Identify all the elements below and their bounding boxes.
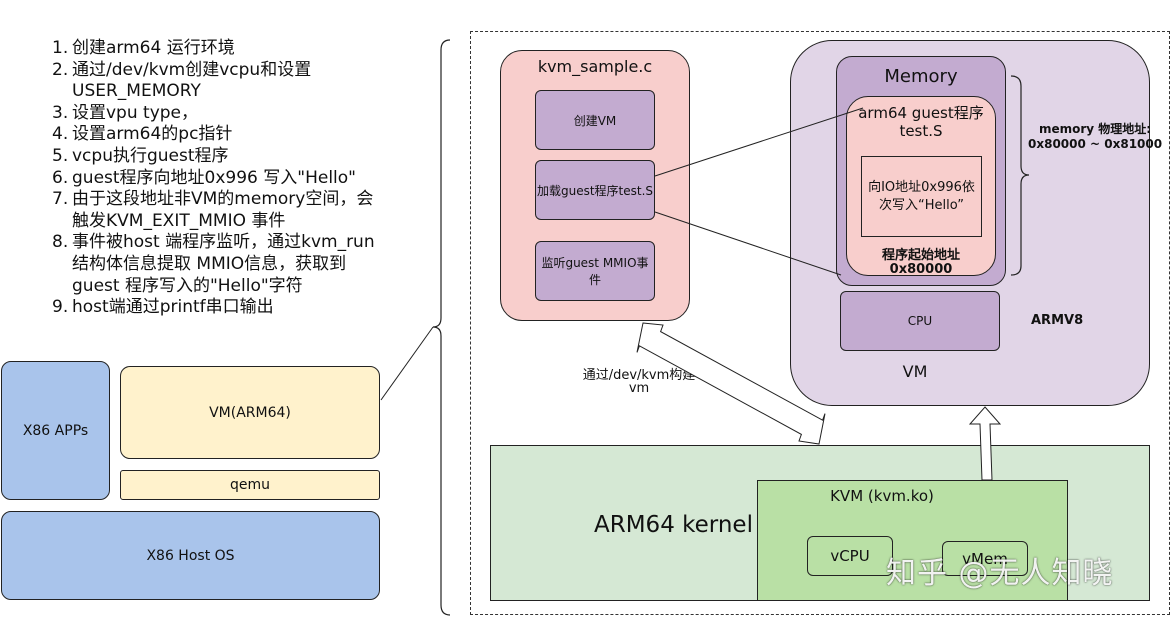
write-hello-box: 向IO地址0x996依 次写入“Hello” [861, 156, 982, 237]
step-number: 2. [52, 59, 69, 80]
step-item: 4.设置arm64的pc指针 [52, 124, 375, 146]
kvm-sample-title: kvm_sample.c [537, 57, 653, 76]
vm-arm64-box: VM(ARM64) [120, 366, 380, 459]
step-item: 1.创建arm64 运行环境 [52, 38, 375, 60]
x86-apps-box: X86 APPs [1, 361, 110, 500]
write-hello-line-1: 向IO地址0x996依 [868, 179, 975, 195]
step-text-line: 设置arm64的pc指针 [72, 124, 233, 145]
step-text-line: 通过/dev/kvm创建vcpu和设置 [72, 59, 312, 80]
memory-range-label-2: 0x80000 ~ 0x81000 [1028, 137, 1163, 151]
step-text-line: 事件被host 端程序监听，通过kvm_run [72, 232, 375, 253]
step-text-line: 结构体信息提取 MMIO信息，获取到 [72, 253, 347, 274]
build-vm-label-2: vm [628, 381, 650, 396]
step-text-line: 触发KVM_EXIT_MMIO 事件 [72, 210, 286, 231]
step-number: 8. [52, 232, 69, 253]
double-arrow-sample-kernel [636, 322, 826, 445]
step-text-line: host端通过printf串口输出 [72, 297, 274, 318]
load-to-start-line [654, 211, 842, 276]
qemu-box: qemu [120, 470, 380, 500]
x86-apps-label: X86 APPs [22, 422, 89, 439]
qemu-label: qemu [229, 477, 270, 493]
step-item: 3.设置vpu type， [52, 103, 375, 125]
memory-title: Memory [884, 66, 958, 87]
guest-program-label-1: arm64 guest程序 [858, 104, 984, 122]
load-to-guest-line [654, 107, 864, 177]
start-address-label-2: 0x80000 [889, 262, 953, 277]
host-os-box: X86 Host OS [1, 511, 380, 600]
step-number: 4. [52, 124, 69, 145]
vm-label: VM [902, 362, 928, 381]
step-text-line: guest 程序写入的"Hello"字符 [72, 275, 303, 296]
step-item: 5.vcpu执行guest程序 [52, 146, 375, 168]
cpu-label: CPU [907, 314, 933, 328]
load-guest-label: 加载guest程序test.S [536, 183, 654, 198]
step-text-line: vcpu执行guest程序 [72, 145, 229, 166]
kvm-module-label: KVM (kvm.ko) [830, 487, 934, 505]
write-hello-line-2: 次写入“Hello” [879, 197, 964, 213]
step-number: 5. [52, 145, 69, 166]
vmem-box: vMem [942, 541, 1028, 576]
step-item: 6.guest程序向地址0x996 写入"Hello" [52, 168, 375, 190]
memory-range-label-1: memory 物理地址: [1038, 122, 1152, 136]
step-text-line: guest程序向地址0x996 写入"Hello" [72, 167, 357, 188]
create-vm-label: 创建VM [573, 113, 617, 128]
step-number: 9. [52, 297, 69, 318]
memory-range-brace [1010, 75, 1030, 276]
step-number: 7. [52, 189, 69, 210]
build-vm-label-1: 通过/dev/kvm构建 [582, 368, 696, 383]
vcpu-box: vCPU [807, 536, 893, 576]
create-vm-box: 创建VM [535, 90, 655, 150]
step-item: 9.host端通过printf串口输出 [52, 297, 375, 319]
step-item: 7.由于这段地址非VM的memory空间，会触发KVM_EXIT_MMIO 事件 [52, 189, 375, 232]
vm-arm64-label: VM(ARM64) [209, 404, 291, 421]
listen-mmio-label: 监听guest MMIO事件 [541, 256, 649, 287]
detail-frame [470, 31, 1170, 615]
brace-to-vm-line [380, 326, 434, 401]
left-curly-brace [432, 39, 451, 616]
load-guest-box: 加载guest程序test.S [535, 160, 655, 220]
step-text-line: 由于这段地址非VM的memory空间，会 [72, 189, 374, 210]
step-number: 6. [52, 167, 69, 188]
step-number: 1. [52, 38, 69, 58]
start-address-label-1: 程序起始地址 [881, 248, 960, 263]
kernel-title: ARM64 kernel [594, 512, 753, 538]
cpu-box: CPU [840, 291, 1000, 351]
step-text-line: 创建arm64 运行环境 [72, 38, 235, 58]
host-os-label: X86 Host OS [146, 547, 235, 564]
step-text-line: 设置vpu type， [72, 102, 199, 123]
step-text-line: USER_MEMORY [72, 81, 201, 102]
arch-label: ARMV8 [1031, 313, 1084, 328]
watermark: 知乎 @无人知晓 [886, 556, 1114, 591]
vmem-label: vMem [962, 549, 1008, 568]
vcpu-label: vCPU [830, 547, 870, 565]
arrow-kvm-to-vm [968, 406, 1002, 481]
listen-mmio-box: 监听guest MMIO事件 [535, 241, 655, 301]
step-number: 3. [52, 102, 69, 123]
guest-program-label-2: test.S [899, 122, 943, 140]
